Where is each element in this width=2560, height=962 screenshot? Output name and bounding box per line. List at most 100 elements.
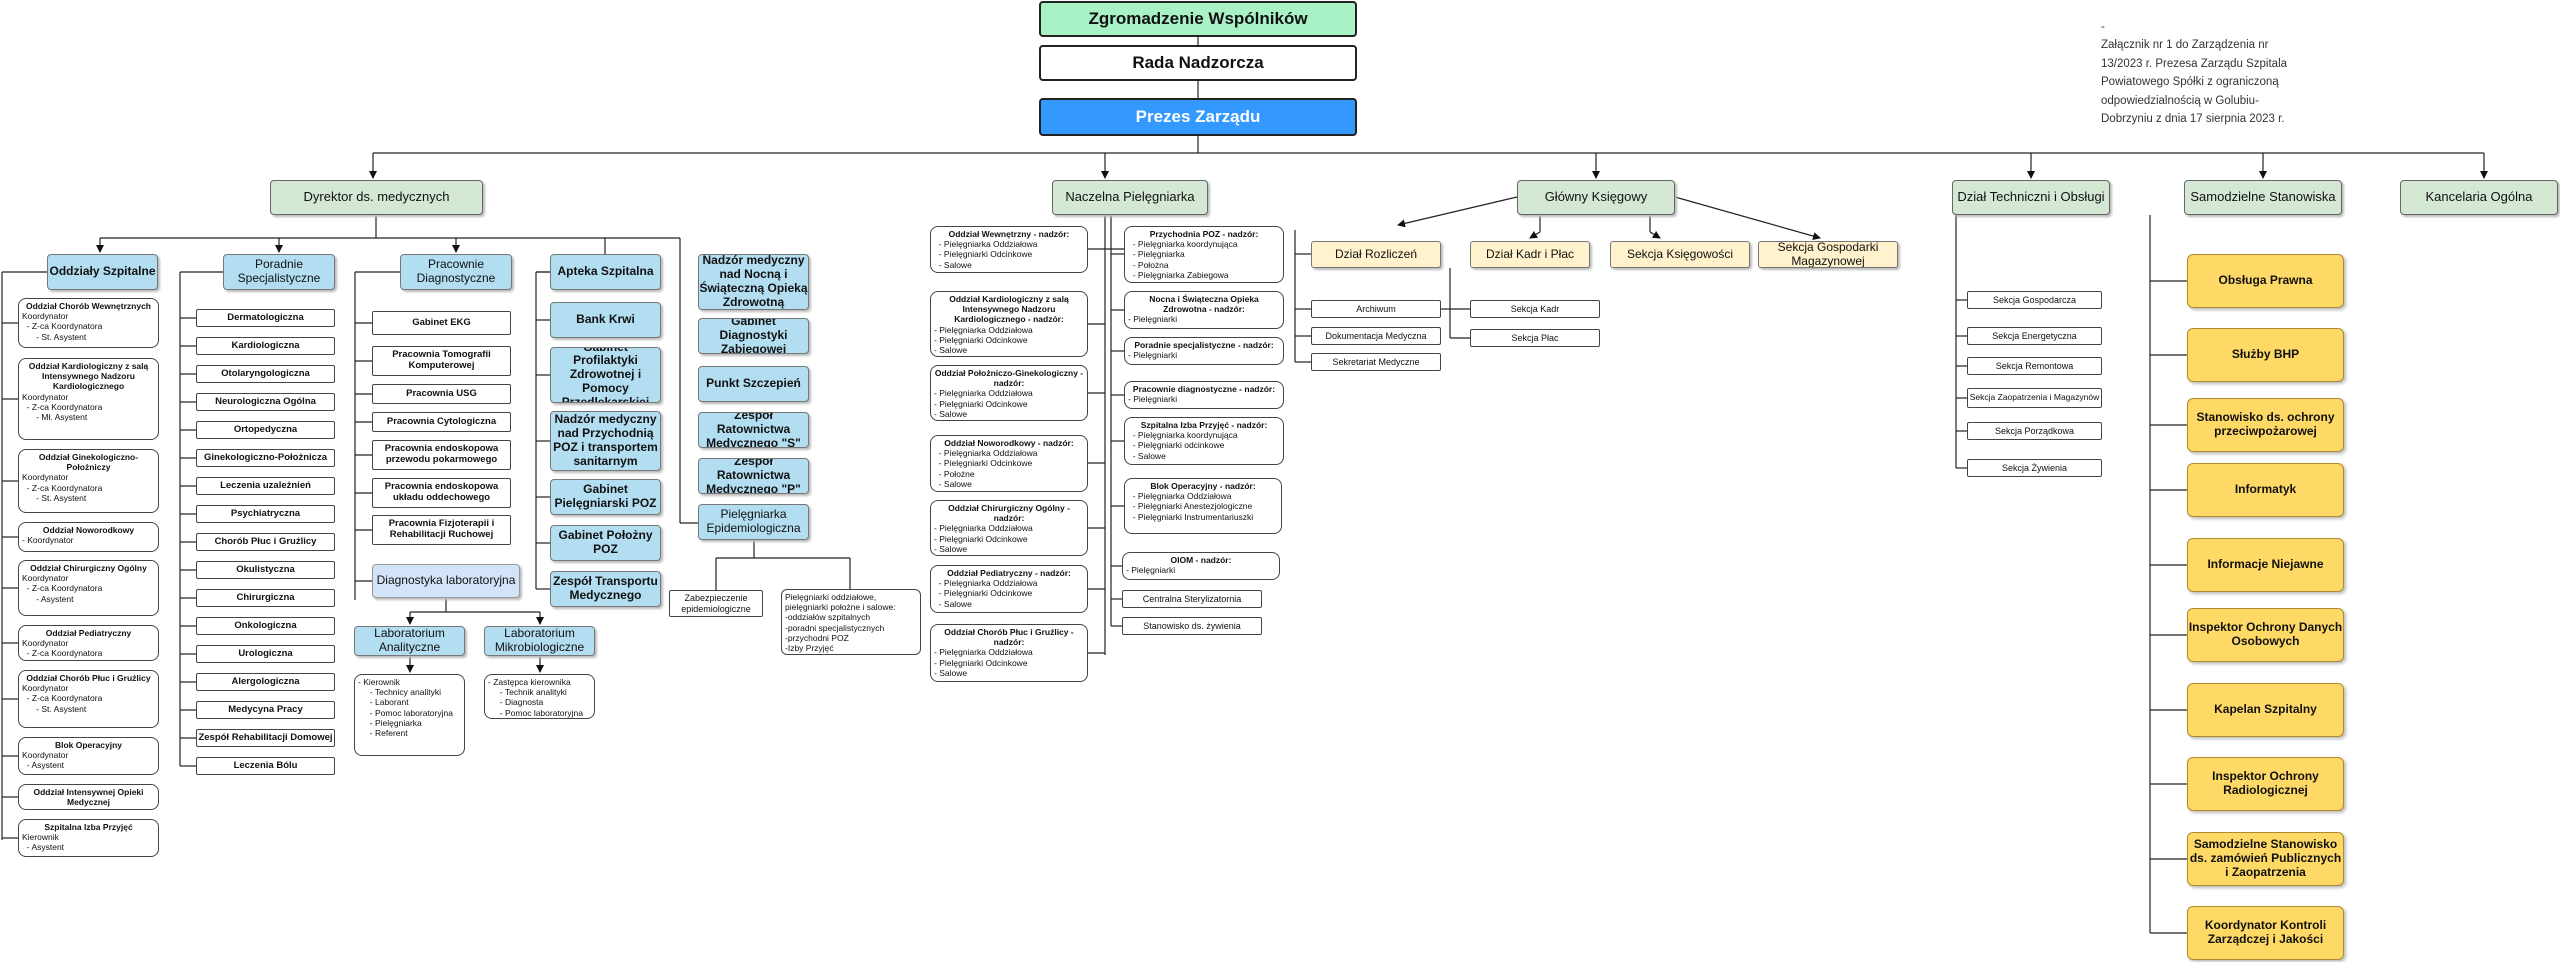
ward-staff: - Asystent — [22, 842, 65, 853]
chief-accountant-box: Główny Księgowy — [1517, 180, 1675, 215]
connector — [1397, 196, 1518, 228]
nursing-title: Oddział Kardiologiczny z salą Intensywne… — [949, 294, 1069, 325]
supervisory-board-box: Rada Nadzorcza — [1039, 45, 1357, 81]
ward-staff: - Z-ca Koordynatora — [22, 693, 103, 704]
epidemiology-protection-box: Zabezpieczenie epidemiologiczne — [669, 590, 763, 617]
independent-post-box: Inspektor Ochrony Danych Osobowych — [2187, 608, 2344, 662]
general-office-box: Kancelaria Ogólna — [2400, 180, 2558, 215]
nursing-supervision-box: OIOM - nadzór:- Pielęgniarki — [1122, 552, 1280, 580]
nursing-line: - Salowe — [934, 344, 968, 355]
vaccination-point-box: Punkt Szczepień — [698, 366, 809, 402]
staff-line: - Technik analityki — [488, 687, 567, 698]
nursing-supervision-box: Szpitalna Izba Przyjęć - nadzór: - Pielę… — [1124, 417, 1284, 465]
nursing-title: Pracownie diagnostyczne - nadzór: — [1132, 384, 1276, 394]
poz-midwife-office-box: Gabinet Położny POZ — [550, 525, 661, 561]
ward-staff: Koordynator — [22, 750, 69, 761]
clinic-item: Urologiczna — [196, 645, 335, 663]
annotation-line: odpowiedzialnością w Golubiu- — [2101, 94, 2259, 107]
nursing-title: Blok Operacyjny - nadzór: — [1150, 481, 1256, 491]
nursing-line: - Pielęgniarka Zabiegowa — [1128, 269, 1229, 280]
nursing-line: - Pielęgniarka — [1128, 249, 1185, 260]
clinic-item: Otolaryngologiczna — [196, 365, 335, 383]
hr-payroll-department-box: Dział Kadr i Płac — [1470, 241, 1590, 268]
independent-post-box: Informatyk — [2187, 463, 2344, 517]
independent-post-box: Obsługa Prawna — [2187, 254, 2344, 308]
epidemiology-staff-box: Pielęgniarki oddziałowe,pielęgniarki poł… — [781, 589, 921, 655]
ward-title: Oddział Pediatryczny — [45, 628, 132, 638]
nursing-line: - Pielęgniarki Instrumentariuszki — [1128, 511, 1254, 522]
nursing-line: - Salowe — [934, 259, 972, 270]
nursing-line: - Pielęgniarki — [1126, 565, 1176, 576]
independent-post-box: Informacje Niejawne — [2187, 538, 2344, 592]
medical-secretariat-box: Sekretariat Medyczne — [1311, 353, 1441, 371]
assembly-box: Zgromadzenie Wspólników — [1039, 1, 1357, 37]
ward-title: Oddział Ginekologiczno-Położniczy — [38, 452, 139, 473]
ward-box: Oddział Noworodkowy- Koordynator — [18, 522, 159, 552]
nursing-line: - Salowe — [934, 667, 968, 678]
clinic-item: Alergologiczna — [196, 673, 335, 691]
staff-line: - Laborant — [358, 697, 409, 708]
nursing-title: Oddział Chorób Płuc i Gruźlicy - nadzór: — [944, 627, 1074, 648]
ward-title: Oddział Chirurgiczny Ogólny — [30, 563, 147, 573]
ward-staff: Koordynator — [22, 311, 69, 322]
staff-line: - Technicy analityki — [358, 687, 441, 698]
nursing-title: Oddział Noworodkowy - nadzór: — [944, 438, 1074, 448]
nursing-line: - Pielęgniarki Odcinkowe — [934, 249, 1033, 260]
warehouse-section-box: Sekcja Gospodarki Magazynowej — [1758, 241, 1898, 268]
nursing-line: - Pielęgniarki — [1128, 350, 1178, 361]
nursing-line: - Pielęgniarki Odcinkowe — [934, 458, 1033, 469]
ward-title: Oddział Noworodkowy — [42, 525, 135, 535]
accounting-section-box: Sekcja Księgowości — [1610, 241, 1750, 268]
technical-unit-box: Sekcja Remontowa — [1967, 357, 2102, 375]
nursing-supervision-box: Przychodnia POZ - nadzór: - Pielęgniarka… — [1124, 226, 1284, 283]
nursing-line: - Położna — [1128, 259, 1169, 270]
ward-staff: - Koordynator — [22, 535, 74, 546]
lab-item: Pracownia USG — [372, 384, 511, 404]
nursing-line: - Pielęgniarka Oddziałowa — [1128, 491, 1232, 502]
nursing-supervision-box: Oddział Położniczo-Ginekologiczny - nadz… — [930, 365, 1088, 421]
clinic-item: Leczenia Bólu — [196, 757, 335, 775]
independent-post-box: Stanowisko ds. ochrony przeciwpożarowej — [2187, 398, 2344, 452]
technical-unit-box: Sekcja Porządkowa — [1967, 422, 2102, 440]
independent-post-box: Służby BHP — [2187, 328, 2344, 382]
ward-staff: - Z-ca Koordynatora — [22, 401, 103, 412]
head-nurse-box: Naczelna Pielęgniarka — [1052, 180, 1208, 215]
nursing-line: - Pielęgniarki Odcinkowe — [934, 657, 1028, 668]
analytic-lab-staff: - Kierownik - Technicy analityki - Labor… — [354, 674, 465, 756]
nursing-supervision-box: Pracownie diagnostyczne - nadzór:- Pielę… — [1124, 381, 1284, 409]
nursing-line: - Salowe — [934, 543, 968, 554]
nursing-supervision-box: Nocna i Świąteczna Opieka Zdrowotna - na… — [1124, 291, 1284, 329]
nursing-line: - Pielęgniarka koordynująca — [1128, 430, 1238, 441]
annotation-line: Powiatowego Spółki z ograniczoną — [2101, 76, 2279, 89]
poz-supervision-box: Nadzór medyczny nad Przychodnią POZ i tr… — [550, 411, 661, 471]
night-care-supervision-box: Nadzór medyczny nad Nocną i Świąteczną O… — [698, 254, 809, 310]
ward-staff: - St. Asystent — [22, 492, 87, 503]
nursing-supervision-box: Oddział Kardiologiczny z salą Intensywne… — [930, 291, 1088, 357]
labs-header: Pracownie Diagnostyczne — [400, 254, 512, 290]
clinic-item: Chorób Płuc i Gruźlicy — [196, 533, 335, 551]
nursing-title: Poradnie specjalistyczne - nadzór: — [1134, 340, 1274, 350]
staff-line: -oddziałów szpitalnych — [785, 612, 871, 623]
clinic-item: Neurologiczna Ogólna — [196, 393, 335, 411]
ward-staff: - Asystent — [22, 760, 65, 771]
staff-line: -poradni specjalistycznych — [785, 622, 885, 633]
clinic-item: Leczenia uzależnień — [196, 477, 335, 495]
clinics-header: Poradnie Specjalistyczne — [223, 254, 335, 290]
nutrition-post-box: Stanowisko ds. żywienia — [1122, 617, 1262, 635]
nursing-supervision-box: Oddział Wewnętrzny - nadzór: - Pielęgnia… — [930, 226, 1088, 273]
nursing-line: - Salowe — [934, 478, 972, 489]
connector — [1649, 230, 1661, 239]
nursing-title: OIOM - nadzór: — [1170, 555, 1232, 565]
nursing-line: - Pielęgniarka Oddziałowa — [934, 647, 1033, 658]
nursing-line: - Pielęgniarki odcinkowe — [1128, 440, 1225, 451]
ward-title: Oddział Intensywnej Opieki Medycznej — [33, 787, 144, 808]
staff-line: - Pomoc laboratoryjna — [358, 707, 453, 718]
independent-post-box: Koordynator Kontroli Zarządczej i Jakośc… — [2187, 906, 2344, 960]
payroll-section-box: Sekcja Płac — [1470, 329, 1600, 347]
sterilization-box: Centralna Sterylizatornia — [1122, 590, 1262, 608]
ward-staff: Kierownik — [22, 832, 59, 843]
treatment-diagnostics-box: Gabinet Diagnostyki Zabiegowej — [698, 318, 809, 354]
clinic-item: Medycyna Pracy — [196, 701, 335, 719]
